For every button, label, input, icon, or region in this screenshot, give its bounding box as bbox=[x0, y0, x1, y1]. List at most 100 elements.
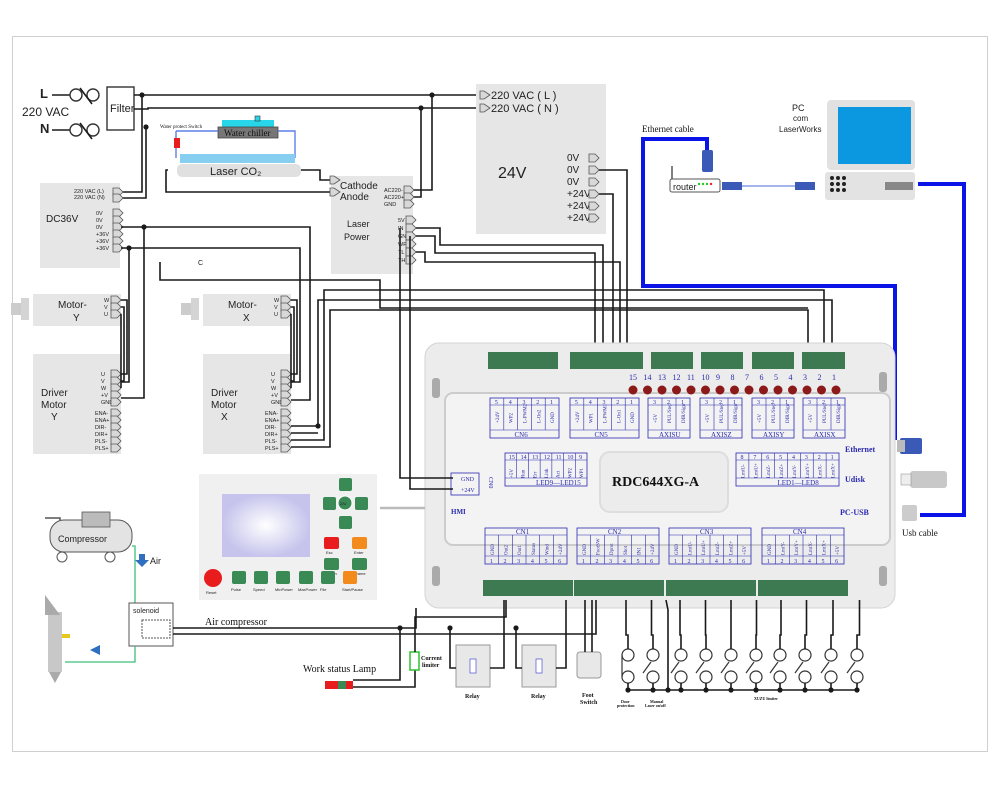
limit-switch-bottom-6 bbox=[773, 670, 787, 684]
nav-center-button[interactable] bbox=[337, 495, 353, 511]
limit-switch-top-6 bbox=[773, 648, 787, 662]
air-line-1 bbox=[132, 545, 136, 604]
mains-l-label: L bbox=[40, 86, 48, 101]
psu24-in-l: 220 VAC ( L ) bbox=[491, 90, 556, 102]
panel-key-maxpower[interactable] bbox=[299, 571, 313, 584]
block-cn1-pin-5: +24V bbox=[559, 543, 564, 555]
nav-arrow-1[interactable] bbox=[323, 497, 336, 510]
block-cn6-pin-3: L-On2 bbox=[537, 409, 542, 423]
limit-switch-wire-3 bbox=[704, 600, 707, 649]
motor-x-pin-1: V bbox=[274, 305, 278, 311]
psu-36v-title: DC36V bbox=[46, 214, 79, 225]
led-number-15: 15 bbox=[629, 373, 637, 382]
block-axisy-frame bbox=[751, 397, 795, 439]
hmi-pin-gnd: GND bbox=[461, 477, 475, 483]
panel-key-reset[interactable] bbox=[204, 569, 222, 587]
limit-switch-top-1 bbox=[646, 648, 660, 662]
driver-y-pw-tab-4 bbox=[110, 397, 122, 407]
nav-arrow-3[interactable] bbox=[339, 516, 352, 529]
limit-switch-lever-5 bbox=[745, 661, 755, 674]
limit-switch-top-2 bbox=[674, 648, 688, 662]
water-chiller bbox=[217, 126, 279, 139]
block-cn3-pin-3: LmtZ- bbox=[716, 542, 721, 555]
led-number-12: 12 bbox=[673, 373, 681, 382]
block-axisz-pin-1: PUL/Step bbox=[720, 403, 725, 423]
block-axisu-num-2: 2 bbox=[667, 400, 670, 406]
nav-arrow-2[interactable] bbox=[355, 497, 368, 510]
bottom-terminal-1 bbox=[574, 580, 664, 596]
block-cn5-num-5: 5 bbox=[575, 400, 578, 406]
pc-label-2: com bbox=[793, 114, 808, 123]
block-axisz-frame bbox=[699, 397, 743, 439]
limit-switch-lever-7 bbox=[794, 661, 804, 674]
board-slot-left-bottom bbox=[432, 566, 440, 586]
block-cn3-num-6: 6 bbox=[742, 559, 745, 565]
block-axisu-frame bbox=[647, 397, 691, 439]
block-cn6-pin-1: WP2 bbox=[510, 413, 515, 424]
block-led1-8-pin-5: LmtY+ bbox=[806, 463, 811, 478]
driver-x-pw-0: U bbox=[271, 372, 275, 378]
led-number-8: 8 bbox=[731, 373, 735, 382]
block-cn5-pin-1: WP1 bbox=[590, 413, 595, 424]
led-3 bbox=[802, 385, 812, 395]
panel-key-frame[interactable] bbox=[352, 558, 367, 570]
block-axisx-pin-0: +5V bbox=[809, 414, 814, 423]
hmi-label: HMI bbox=[451, 508, 466, 516]
panel-key-pulse[interactable] bbox=[232, 571, 246, 584]
wire-lp-n bbox=[412, 108, 422, 198]
panel-key-speed[interactable] bbox=[254, 571, 268, 584]
psu36-out-0: 0V bbox=[96, 211, 103, 217]
limit-switch-bottom-3 bbox=[699, 670, 713, 684]
limit-switch-top-0 bbox=[621, 648, 635, 662]
xuzu-limiter-label: XUZU limiter bbox=[754, 696, 778, 701]
lp-ctrl-2: GND bbox=[398, 234, 410, 240]
wire-hmi-24v bbox=[409, 236, 453, 490]
wire-36v-p-y bbox=[121, 248, 130, 383]
limit-switch-top-8 bbox=[824, 648, 838, 662]
wire-lp-gnd bbox=[416, 235, 596, 355]
psu24-out-tab-3 bbox=[588, 189, 600, 199]
block-cn4-pin-0: GND bbox=[768, 544, 773, 555]
block-axisx-num-3: 3 bbox=[808, 400, 811, 406]
wire-lp-in bbox=[416, 227, 604, 355]
limit-switch-lever-9 bbox=[846, 661, 856, 674]
led-2 bbox=[817, 385, 826, 395]
foot-switch-label-1: Foot bbox=[582, 693, 594, 699]
switch-contact-1 bbox=[86, 88, 100, 102]
led-5 bbox=[773, 385, 783, 395]
led-8 bbox=[730, 385, 739, 395]
nav-arrow-0[interactable] bbox=[339, 478, 352, 491]
panel-key-esc[interactable] bbox=[324, 537, 339, 549]
block-cn4-pin-5: +5V bbox=[836, 546, 841, 555]
chiller-top bbox=[222, 120, 274, 128]
laser-head-screw bbox=[62, 634, 70, 638]
limit-switch-bottom-9 bbox=[850, 670, 864, 684]
block-cn3-name: CN3 bbox=[700, 528, 714, 536]
panel-key-enter[interactable] bbox=[352, 537, 367, 549]
block-axisu-pin-1: PUL/Step bbox=[668, 403, 673, 423]
panel-key-minpower[interactable] bbox=[276, 571, 290, 584]
psu-36v-box bbox=[40, 183, 120, 268]
limit-switch-top-7 bbox=[798, 648, 812, 662]
block-axisx-pin-1: PUL/Step bbox=[823, 403, 828, 423]
hose-b bbox=[278, 130, 296, 158]
panel-key-label-0: Esc bbox=[326, 550, 333, 555]
block-cn3-pin-1: LmtU- bbox=[689, 541, 694, 555]
panel-key-start-pause[interactable] bbox=[343, 571, 357, 584]
driver-y-pw-3: +V bbox=[101, 393, 108, 399]
driver-y-pw-1: V bbox=[101, 379, 105, 385]
lp-ac-1: AC220+ bbox=[384, 195, 404, 201]
board-rj45-plug bbox=[900, 438, 922, 454]
panel-key-origin[interactable] bbox=[324, 558, 339, 570]
block-led9-15-pin-1: Run bbox=[522, 469, 527, 478]
mains-voltage-label: 220 VAC bbox=[22, 105, 69, 119]
limit-switch-top-3 bbox=[699, 648, 713, 662]
panel-key-file[interactable] bbox=[321, 571, 335, 584]
psu36-in-n-tab bbox=[112, 193, 124, 203]
lp-ctrl-5: TH bbox=[398, 258, 405, 264]
pc-label-3: LaserWorks bbox=[779, 125, 822, 134]
wire-24v-p bbox=[599, 193, 614, 355]
motor-x-title-1: Motor- bbox=[228, 300, 257, 311]
